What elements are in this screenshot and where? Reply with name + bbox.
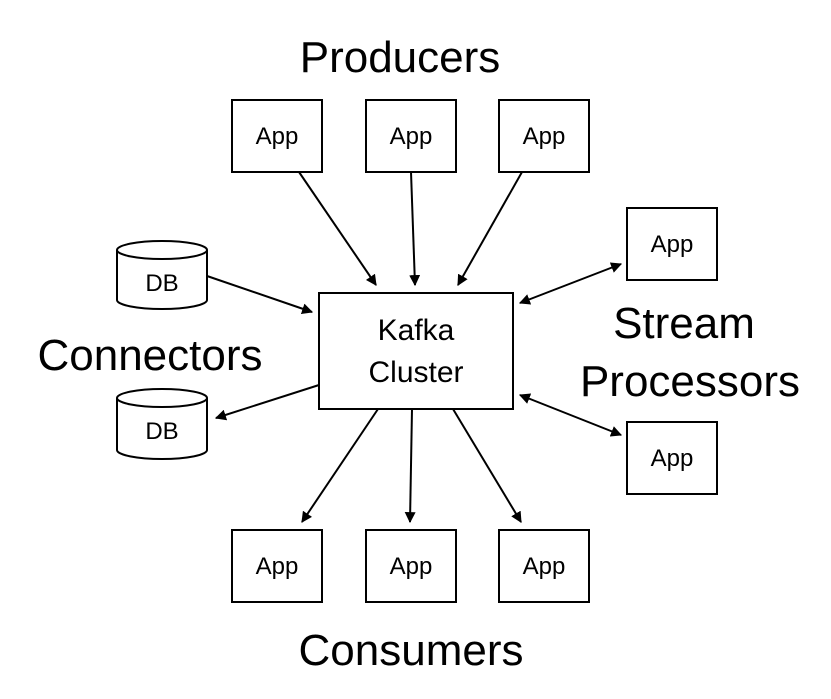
db-1-label: DB: [145, 270, 178, 297]
db-2-label: DB: [145, 418, 178, 445]
stream-processors-label-line2: Processors: [580, 357, 800, 406]
db-cylinder-2: DB: [116, 388, 208, 460]
consumer-app-2: App: [365, 529, 457, 603]
edge-cluster-stream-app-2: [518, 393, 623, 437]
stream-app-1-label: App: [651, 231, 694, 258]
edge-producer-3-to-cluster: [457, 171, 523, 286]
kafka-cluster-box: [318, 292, 514, 410]
edge-cluster-to-consumer-3: [452, 408, 522, 523]
edge-cluster-stream-app-1: [518, 262, 623, 305]
consumer-app-3-label: App: [523, 553, 566, 580]
consumers-label: Consumers: [299, 626, 524, 675]
consumer-app-1-label: App: [256, 553, 299, 580]
producer-app-1-label: App: [256, 123, 299, 150]
edge-producer-1-to-cluster: [298, 171, 377, 286]
edge-cluster-to-db-2: [214, 384, 320, 421]
kafka-cluster-label-line1: Kafka: [378, 314, 455, 347]
connectors-label: Connectors: [37, 331, 262, 380]
edge-producer-2-to-cluster: [409, 171, 421, 287]
stream-app-2-label: App: [651, 445, 694, 472]
edge-cluster-to-consumer-2: [404, 408, 416, 524]
producer-app-1: App: [231, 99, 323, 173]
kafka-cluster-label-line2: Cluster: [368, 356, 463, 389]
producer-app-3-label: App: [523, 123, 566, 150]
edge-db-1-to-cluster: [206, 275, 314, 314]
producer-app-2-label: App: [390, 123, 433, 150]
db-cylinder-1: DB: [116, 240, 208, 310]
kafka-cluster-node: Kafka Cluster: [318, 292, 514, 410]
consumer-app-2-label: App: [390, 553, 433, 580]
consumer-app-3: App: [498, 529, 590, 603]
producer-app-2: App: [365, 99, 457, 173]
producers-label: Producers: [300, 33, 501, 82]
producer-app-3: App: [498, 99, 590, 173]
edge-cluster-to-consumer-1: [301, 408, 379, 523]
stream-processors-label-line1: Stream: [613, 299, 755, 348]
consumer-app-1: App: [231, 529, 323, 603]
stream-app-1: App: [626, 207, 718, 281]
stream-app-2: App: [626, 421, 718, 495]
